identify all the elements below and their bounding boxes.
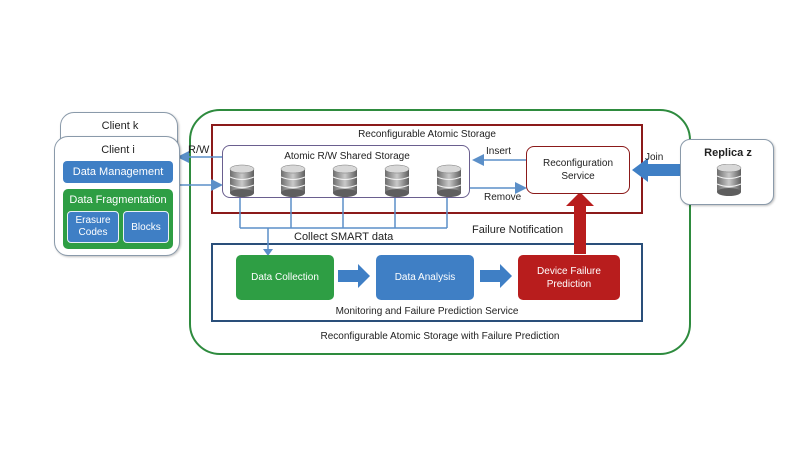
outer-container [189, 109, 691, 355]
storage-disks [229, 164, 462, 197]
rw-label: R/W [188, 144, 210, 156]
outer-label: Reconfigurable Atomic Storage with Failu… [320, 330, 560, 342]
smart-collect-arrowhead [263, 249, 273, 256]
reconfiguration-service-label: Reconfiguration Service [542, 158, 614, 182]
disk-icon [332, 164, 358, 197]
failure-notification-arrow [566, 192, 594, 254]
blocks-box: Blocks [123, 211, 169, 243]
disk-icon [384, 164, 410, 197]
data-analysis-box: Data Analysis [376, 255, 474, 300]
client-i-label: Client i [101, 144, 135, 156]
replica-z-label: Replica z [704, 147, 752, 159]
insert-label: Insert [486, 146, 512, 157]
join-label: Join [645, 152, 664, 163]
data-fragmentation-label: Data Fragmentation [69, 194, 167, 206]
client-k-label: Client k [101, 120, 139, 132]
data-management-box: Data Management [63, 161, 173, 183]
disk-icon [229, 164, 255, 197]
collect-smart-label: Collect SMART data [294, 231, 394, 243]
shared-storage-title: Atomic R/W Shared Storage [284, 150, 410, 162]
erasure-codes-label: Erasure Codes [75, 215, 111, 238]
join-arrow [632, 158, 680, 182]
disk-icon [436, 164, 462, 197]
device-failure-prediction-label: Device Failure Prediction [537, 265, 601, 290]
remove-label: Remove [484, 192, 522, 203]
data-fragmentation-box: Data Fragmentation Erasure Codes Blocks [63, 189, 173, 249]
storage-title: Reconfigurable Atomic Storage [358, 128, 496, 140]
replica-disk-icon [716, 164, 742, 196]
client-i-card: Client i Data Management Data Fragmentat… [54, 136, 180, 256]
erasure-codes-box: Erasure Codes [67, 211, 119, 243]
collection-to-analysis-arrow [338, 264, 370, 288]
failure-notification-label: Failure Notification [472, 224, 564, 236]
replica-z-card: Replica z [680, 139, 774, 205]
disk-icon [280, 164, 306, 197]
data-collection-box: Data Collection [236, 255, 334, 300]
reconfiguration-service-box: Reconfiguration Service [526, 146, 630, 194]
analysis-to-prediction-arrow [480, 264, 512, 288]
smart-collect-lines [239, 198, 448, 250]
monitoring-title: Monitoring and Failure Prediction Servic… [335, 305, 519, 317]
monitor-container [211, 243, 643, 322]
device-failure-prediction-box: Device Failure Prediction [518, 255, 620, 300]
